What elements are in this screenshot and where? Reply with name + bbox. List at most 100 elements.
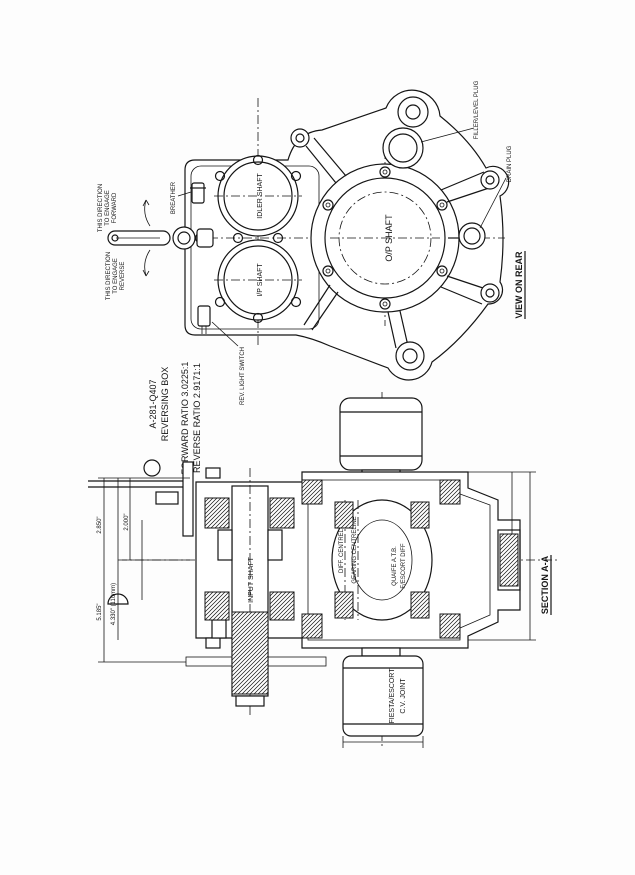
engage-reverse-line-1: THIS DIRECTION <box>106 252 112 300</box>
lug-right-upper <box>480 170 500 190</box>
hatch-line <box>499 533 505 539</box>
hatch-line <box>231 611 253 633</box>
hatch-line <box>269 501 295 527</box>
hatch-line <box>285 611 295 621</box>
idler-shaft-bore <box>223 161 293 231</box>
hatch-line <box>499 535 519 555</box>
hatch-line <box>439 613 457 631</box>
hatch-line <box>410 501 424 515</box>
bolt-hole <box>436 199 448 211</box>
hatch-line <box>334 507 354 527</box>
drain-plug-boss <box>458 222 486 250</box>
hatch-line <box>410 591 416 597</box>
hatch-line <box>439 617 461 639</box>
breather-label: BREATHER <box>171 181 177 214</box>
hatch-line <box>439 613 445 619</box>
lug-left-upper-hole <box>295 133 305 143</box>
bolt-hole <box>379 298 391 310</box>
ip-shaft-label: I/P SHAFT <box>257 263 264 297</box>
hatch-line <box>257 683 269 695</box>
linkage-block <box>155 491 179 505</box>
hatch-line <box>269 591 279 601</box>
hatch-line <box>455 633 461 639</box>
hatch-line <box>499 539 519 559</box>
hatch-line <box>241 667 269 695</box>
dimension-label: 4.330" (110mm) <box>111 583 117 625</box>
hatch-line <box>275 509 295 529</box>
forward-ratio: FORWARD RATIO 3.0225:1 <box>180 362 190 475</box>
hatched-section <box>204 591 230 621</box>
bolt-hole <box>290 296 302 308</box>
op-shaft-label: O/P SHAFT <box>384 214 394 262</box>
hatch-line <box>334 501 352 519</box>
rear-view: BREATHER IDLER SHAFT I/P SHAFT O/P SHAFT… <box>98 80 526 405</box>
hatch-line <box>301 479 315 493</box>
hatch-line <box>231 651 269 689</box>
hatch-line <box>231 619 269 657</box>
hatch-line <box>301 479 319 497</box>
hatch-line <box>301 479 307 485</box>
hatch-line <box>269 497 279 507</box>
bolt-hole <box>272 232 284 244</box>
hatch-line <box>301 613 319 631</box>
hatch-line <box>410 591 428 609</box>
hatch-line <box>218 517 230 529</box>
hatch-line <box>451 629 461 639</box>
hatch-line <box>301 613 311 623</box>
hatch-line <box>511 579 519 587</box>
hatch-line <box>281 607 295 621</box>
hatch-line <box>231 611 269 649</box>
hatched-section <box>301 479 323 505</box>
hatch-line <box>410 501 416 507</box>
reverse-ratio: REVERSE RATIO 2.9171:1 <box>192 363 202 473</box>
hatch-line <box>439 479 453 493</box>
drawing-description: REVERSING BOX <box>160 367 170 442</box>
hatched-section <box>499 533 519 587</box>
hatch-line <box>231 615 269 653</box>
hatch-line <box>416 605 430 619</box>
hatch-line <box>348 613 354 619</box>
engage-forward-line-3: FORWARD <box>112 192 118 223</box>
hatch-line <box>214 513 230 529</box>
hatch-line <box>231 611 245 625</box>
hatch-line <box>301 617 323 639</box>
bolt-head <box>205 467 221 479</box>
bolt-hole-centre <box>439 268 445 274</box>
hatch-line <box>269 591 295 617</box>
hatch-line <box>499 543 519 563</box>
hatch-line <box>249 675 269 695</box>
hatch-line <box>204 497 222 515</box>
hatch-line <box>344 519 354 529</box>
hatch-line <box>439 483 461 505</box>
lug-top-boss <box>397 96 429 128</box>
rib <box>399 310 409 347</box>
hatch-line <box>420 519 430 529</box>
drain-plug-label: DRAIN PLUG <box>507 145 513 182</box>
hatch-line <box>317 633 323 639</box>
hatch-line <box>439 479 461 501</box>
hatch-line <box>499 533 509 543</box>
hatch-line <box>204 591 214 601</box>
hatch-line <box>410 507 430 527</box>
hatch-line <box>301 479 311 489</box>
hatch-line <box>231 611 241 621</box>
gearing-centreline-label: GEARING CENTRELINE <box>352 516 358 583</box>
hatch-line <box>269 591 283 605</box>
rib <box>440 286 483 305</box>
hatch-line <box>231 647 269 685</box>
hatch-line <box>271 505 295 529</box>
hatch-line <box>231 611 257 637</box>
hatch-line <box>269 591 287 609</box>
view-on-rear-caption: VIEW ON REAR <box>514 251 526 319</box>
hatch-line <box>305 621 323 639</box>
hatch-line <box>515 583 519 587</box>
hatched-section <box>301 613 323 639</box>
drawing-number: A-281-Q407 <box>148 379 158 428</box>
linkage-knob <box>143 459 161 477</box>
bolt-hole-centre <box>325 202 331 208</box>
input-shaft-label: INPUT SHAFT <box>248 556 255 602</box>
hatch-line <box>206 505 230 529</box>
hatch-line <box>309 491 323 505</box>
rib <box>440 171 485 191</box>
